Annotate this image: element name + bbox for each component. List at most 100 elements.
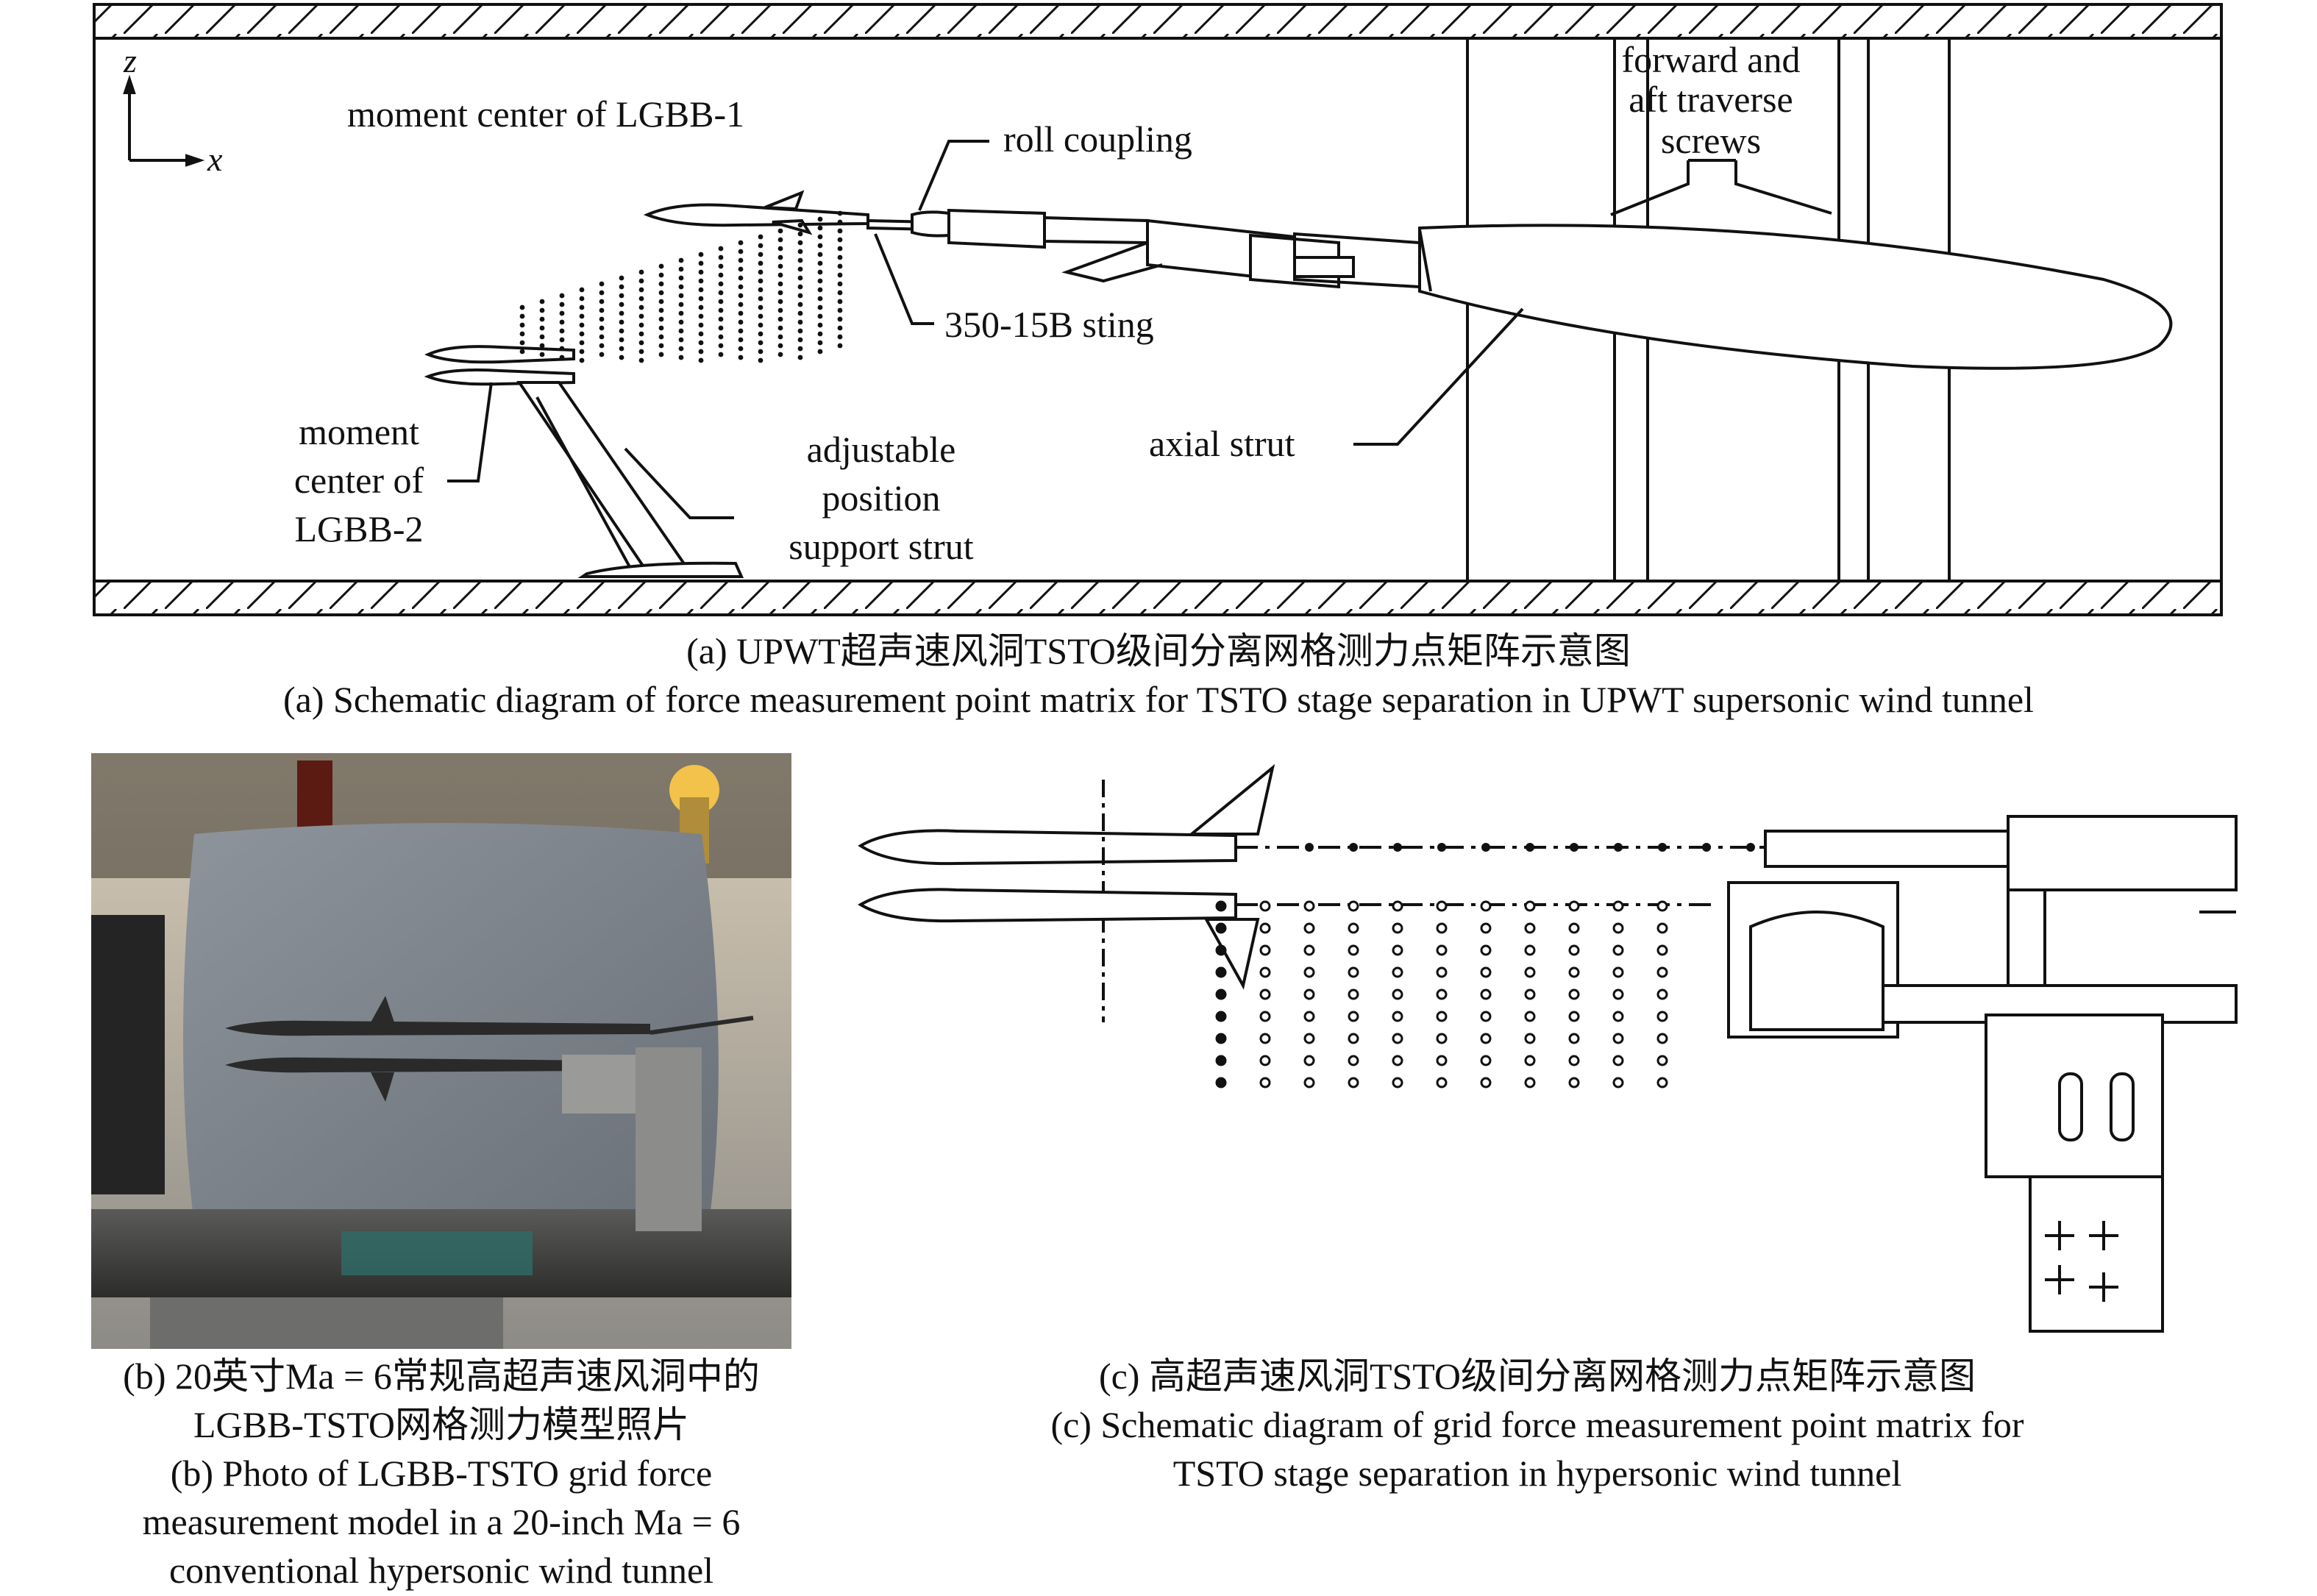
- label-sting: 350-15B sting: [944, 304, 1154, 345]
- matrix-point: [718, 281, 724, 287]
- matrix-point: [1303, 1011, 1315, 1022]
- matrix-point: [777, 246, 783, 252]
- matrix-point: [658, 290, 664, 296]
- matrix-point: [777, 299, 783, 304]
- matrix-point: [758, 234, 764, 240]
- matrix-point: [638, 313, 644, 319]
- matrix-point: [738, 249, 744, 254]
- matrix-point: [1436, 966, 1448, 978]
- matrix-point: [539, 343, 545, 349]
- label-roll-coupling: roll coupling: [1003, 118, 1192, 160]
- matrix-point: [817, 349, 823, 355]
- matrix-point: [738, 302, 744, 307]
- matrix-point: [718, 325, 724, 331]
- matrix-point: [678, 346, 684, 352]
- label-moment-center-1: moment center of LGBB-1: [347, 93, 744, 135]
- matrix-point: [1259, 922, 1271, 934]
- matrix-point: [1392, 1033, 1403, 1044]
- matrix-point: [837, 281, 843, 287]
- matrix-point: [658, 272, 664, 278]
- matrix-point: [619, 302, 624, 307]
- matrix-point: [619, 319, 624, 325]
- matrix-point: [797, 319, 803, 325]
- matrix-point: [1436, 988, 1448, 1000]
- matrix-point: [678, 355, 684, 360]
- matrix-point: [1480, 988, 1492, 1000]
- caption-a-en: (a) Schematic diagram of force measureme…: [283, 679, 2034, 720]
- matrix-point: [658, 263, 664, 269]
- matrix-point: [1437, 843, 1446, 852]
- matrix-point: [758, 296, 764, 302]
- matrix-point: [738, 328, 744, 334]
- matrix-point: [837, 299, 843, 304]
- matrix-point: [817, 331, 823, 337]
- matrix-point: [1656, 988, 1668, 1000]
- matrix-point: [837, 316, 843, 322]
- matrix-point: [837, 307, 843, 313]
- matrix-point: [797, 275, 803, 281]
- matrix-point: [1303, 944, 1315, 956]
- matrix-point: [1480, 966, 1492, 978]
- matrix-point: [1348, 922, 1359, 934]
- matrix-point: [837, 263, 843, 269]
- matrix-point: [1656, 944, 1668, 956]
- caption-b-en-1: (b) Photo of LGBB-TSTO grid force: [170, 1453, 713, 1494]
- matrix-point: [519, 313, 525, 319]
- matrix-point: [1259, 1055, 1271, 1066]
- matrix-point: [718, 316, 724, 322]
- matrix-point: [579, 349, 585, 355]
- matrix-point: [817, 296, 823, 302]
- matrix-point: [1349, 843, 1358, 852]
- matrix-point: [1526, 843, 1534, 852]
- matrix-point: [579, 331, 585, 337]
- matrix-point: [1259, 966, 1271, 978]
- matrix-point: [738, 319, 744, 325]
- matrix-point: [1480, 1011, 1492, 1022]
- matrix-point: [619, 293, 624, 299]
- caption-b-cn-2: LGBB-TSTO网格测力模型照片: [193, 1404, 690, 1445]
- matrix-point: [1215, 966, 1227, 978]
- matrix-point: [777, 281, 783, 287]
- matrix-point: [698, 357, 704, 363]
- matrix-point: [738, 257, 744, 263]
- matrix-point: [1393, 843, 1402, 852]
- matrix-point: [738, 346, 744, 352]
- matrix-point: [658, 343, 664, 349]
- matrix-point: [797, 222, 803, 228]
- matrix-point: [1612, 1033, 1624, 1044]
- matrix-point: [1612, 1077, 1624, 1089]
- matrix-point: [837, 246, 843, 252]
- matrix-point: [599, 299, 605, 304]
- matrix-point: [758, 331, 764, 337]
- matrix-point: [658, 299, 664, 304]
- matrix-point: [1614, 843, 1623, 852]
- matrix-point: [1303, 922, 1315, 934]
- matrix-point: [1656, 900, 1668, 912]
- matrix-point: [718, 272, 724, 278]
- matrix-point: [738, 337, 744, 343]
- matrix-point: [758, 260, 764, 266]
- label-traverse-line-1: forward and: [1622, 39, 1801, 80]
- matrix-point: [797, 310, 803, 316]
- caption-b-cn-1: (b) 20英寸Ma = 6常规高超声速风洞中的: [123, 1355, 760, 1397]
- matrix-point: [777, 343, 783, 349]
- matrix-point: [797, 293, 803, 299]
- matrix-point: [619, 337, 624, 343]
- matrix-point: [817, 322, 823, 328]
- matrix-point: [1568, 966, 1580, 978]
- matrix-point: [1568, 1011, 1580, 1022]
- matrix-point: [738, 266, 744, 272]
- matrix-point: [1348, 988, 1359, 1000]
- matrix-point: [539, 316, 545, 322]
- matrix-point: [1303, 1055, 1315, 1066]
- matrix-point: [678, 319, 684, 325]
- matrix-point: [1524, 1033, 1536, 1044]
- matrix-point: [718, 299, 724, 304]
- matrix-point: [1215, 1033, 1227, 1044]
- matrix-point: [1303, 988, 1315, 1000]
- matrix-point: [519, 331, 525, 337]
- matrix-point: [1746, 843, 1755, 852]
- matrix-point: [1524, 966, 1536, 978]
- matrix-point: [539, 352, 545, 357]
- matrix-point: [1215, 1077, 1227, 1089]
